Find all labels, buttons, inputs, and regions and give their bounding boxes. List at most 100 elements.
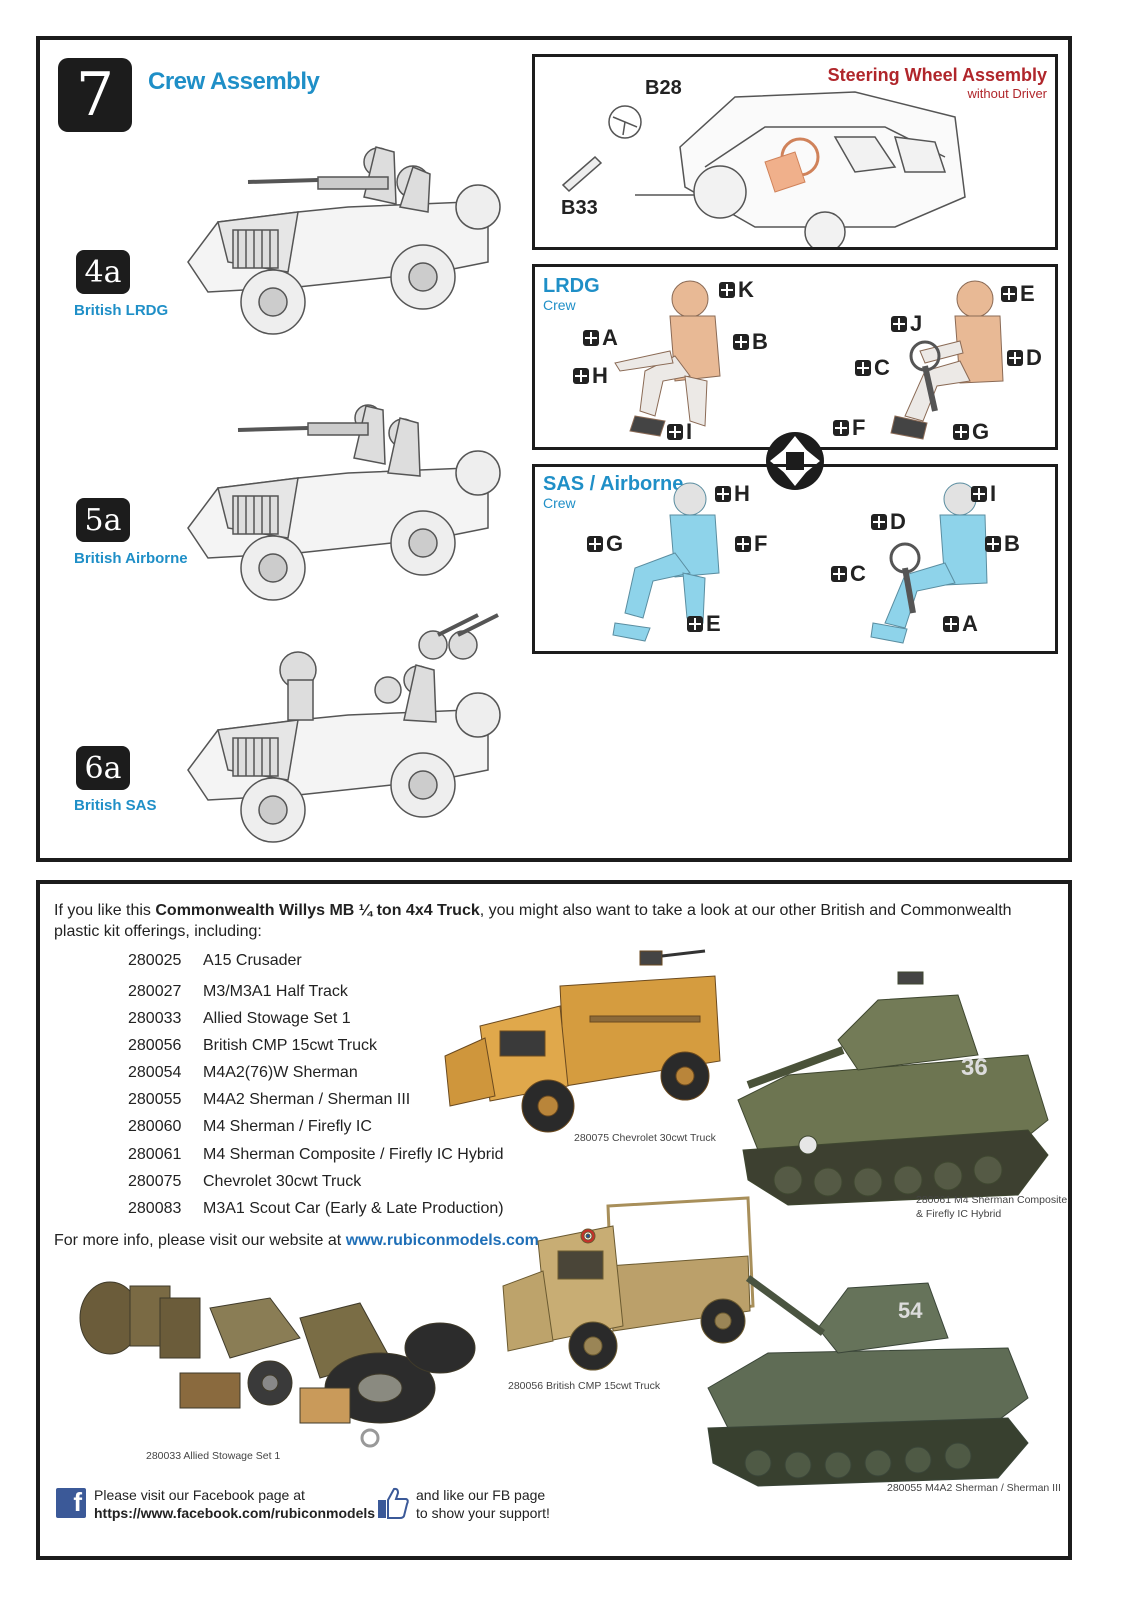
- steering-title: Steering Wheel Assembly: [827, 65, 1047, 85]
- variant-label-6a: British SAS: [74, 797, 157, 814]
- kit-name: Chevrolet 30cwt Truck: [203, 1173, 362, 1190]
- sprue-icon: [573, 368, 589, 384]
- cmp-caption: 280056 British CMP 15cwt Truck: [508, 1380, 661, 1392]
- variant-badge-5a: 5a: [76, 498, 130, 542]
- promo-intro: If you like this Commonwealth Willys MB …: [54, 900, 1054, 942]
- sas-tag-c: C: [831, 561, 866, 587]
- lrdg-tag-k: K: [719, 277, 754, 303]
- lrdg-tag-g: G: [953, 419, 989, 445]
- sas-tag-e: E: [687, 611, 721, 637]
- sas-tag-d: D: [871, 509, 906, 535]
- sprue-icon: [735, 536, 751, 552]
- like-text: and like our FB page to show your suppor…: [416, 1486, 550, 1522]
- sas-tag-label: E: [706, 611, 721, 636]
- kit-name: M4A2 Sherman / Sherman III: [203, 1091, 411, 1108]
- sas-crew-figure-right: [870, 482, 988, 644]
- like-line2: to show your support!: [416, 1505, 550, 1521]
- sherman-composite-number: 36: [961, 1054, 988, 1081]
- facebook-link[interactable]: https://www.facebook.com/rubiconmodels: [94, 1505, 376, 1521]
- sas-tag-label: H: [734, 481, 750, 506]
- promo-intro-product: Commonwealth Willys MB ¼ ton 4x4 Truck: [155, 902, 480, 919]
- sas-title: SAS / Airborne: [543, 473, 684, 495]
- kit-code: 280054: [128, 1064, 182, 1081]
- lrdg-subtitle: Crew: [543, 297, 576, 313]
- sprue-icon: [1007, 350, 1023, 366]
- crew-assembly-panel: 7 Crew Assembly 4a British LRDG: [36, 36, 1072, 862]
- lrdg-tag-b: B: [733, 329, 768, 355]
- lrdg-tag-label: H: [592, 363, 608, 388]
- promo-intro-before: If you like this: [54, 902, 156, 919]
- lrdg-tag-i: I: [667, 419, 692, 445]
- kit-code: 280033: [128, 1010, 182, 1027]
- sprue-icon: [953, 424, 969, 440]
- chevrolet-truck-image: [444, 949, 721, 1133]
- variant-label-5a: British Airborne: [74, 550, 188, 567]
- sherman-composite-image: 36: [737, 971, 1049, 1206]
- lrdg-tag-label: K: [738, 277, 754, 302]
- more-info-text: For more info, please visit our website …: [54, 1232, 346, 1249]
- website-link[interactable]: www.rubiconmodels.com: [345, 1232, 539, 1249]
- thumbs-up-icon[interactable]: [376, 1486, 410, 1520]
- sprue-icon: [583, 330, 599, 346]
- kit-name: Allied Stowage Set 1: [203, 1010, 351, 1027]
- lrdg-tag-label: F: [852, 415, 866, 440]
- kit-name: A15 Crusader: [203, 952, 302, 969]
- sas-crew-box: SAS / Airborne Crew H G F E: [532, 464, 1058, 654]
- variant-badge-6a: 6a: [76, 746, 130, 790]
- kit-name: M4A2(76)W Sherman: [203, 1064, 358, 1081]
- stowage-set-image: [79, 1281, 476, 1448]
- jeep-lrdg-illustration: [187, 146, 501, 335]
- promo-panel: If you like this Commonwealth Willys MB …: [36, 880, 1072, 1560]
- sas-tag-g: G: [587, 531, 623, 557]
- part-b33: B33: [561, 197, 598, 219]
- variant-badge-4a: 4a: [76, 250, 130, 294]
- kit-name: M4 Sherman Composite / Firefly IC Hybrid: [203, 1146, 504, 1163]
- sas-tag-label: G: [606, 531, 624, 556]
- kit-name: M3/M3A1 Half Track: [203, 983, 348, 1000]
- kit-name: M3A1 Scout Car (Early & Late Production): [203, 1200, 504, 1217]
- sprue-icon: [871, 514, 887, 530]
- lrdg-tag-d: D: [1007, 345, 1042, 371]
- steering-wheel-box: Steering Wheel Assembly without Driver B…: [532, 54, 1058, 250]
- sas-tag-h: H: [715, 481, 750, 507]
- steering-subtitle: without Driver: [967, 86, 1047, 101]
- lrdg-tag-label: J: [910, 311, 923, 336]
- sas-crew-figure-left: [612, 482, 720, 642]
- swap-arrows-icon: [766, 432, 824, 490]
- part-b28: B28: [645, 77, 682, 99]
- lrdg-title: LRDG: [543, 275, 600, 297]
- lrdg-tag-label: E: [1020, 281, 1035, 306]
- sprue-icon: [719, 282, 735, 298]
- lrdg-tag-label: I: [686, 419, 693, 444]
- sherman-m4a2-image: 54: [707, 1275, 1029, 1487]
- sprue-icon: [587, 536, 603, 552]
- sas-tag-label: A: [962, 611, 978, 636]
- jeep-sas-illustration: [187, 613, 501, 843]
- variant-label-4a: British LRDG: [74, 302, 169, 319]
- sas-tag-label: I: [990, 481, 997, 506]
- promo-intro-after: , you might also want to take a look at …: [54, 902, 1012, 940]
- lrdg-tag-c: C: [855, 355, 890, 381]
- stowage-caption: 280033 Allied Stowage Set 1: [146, 1450, 281, 1462]
- sherman-m4a2-caption: 280055 M4A2 Sherman / Sherman III: [887, 1482, 1061, 1494]
- facebook-text: Please visit our Facebook page at https:…: [94, 1486, 375, 1522]
- sprue-icon: [687, 616, 703, 632]
- sprue-icon: [891, 316, 907, 332]
- sprue-icon: [943, 616, 959, 632]
- step-title: Crew Assembly: [148, 68, 320, 95]
- kit-code: 280027: [128, 983, 182, 1000]
- sprue-icon: [1001, 286, 1017, 302]
- sprue-icon: [667, 424, 683, 440]
- facebook-icon[interactable]: f: [56, 1487, 86, 1518]
- sas-tag-b: B: [985, 531, 1020, 557]
- cmp-truck-image: [502, 1196, 755, 1371]
- kit-name: British CMP 15cwt Truck: [203, 1037, 377, 1054]
- jeep-airborne-illustration: [187, 404, 501, 601]
- sas-tag-a: A: [943, 611, 978, 637]
- kit-code: 280083: [128, 1200, 182, 1217]
- step-number-badge: 7: [58, 58, 132, 132]
- sprue-icon: [985, 536, 1001, 552]
- kit-code: 280055: [128, 1091, 182, 1108]
- like-line1: and like our FB page: [416, 1487, 546, 1503]
- sprue-icon: [833, 420, 849, 436]
